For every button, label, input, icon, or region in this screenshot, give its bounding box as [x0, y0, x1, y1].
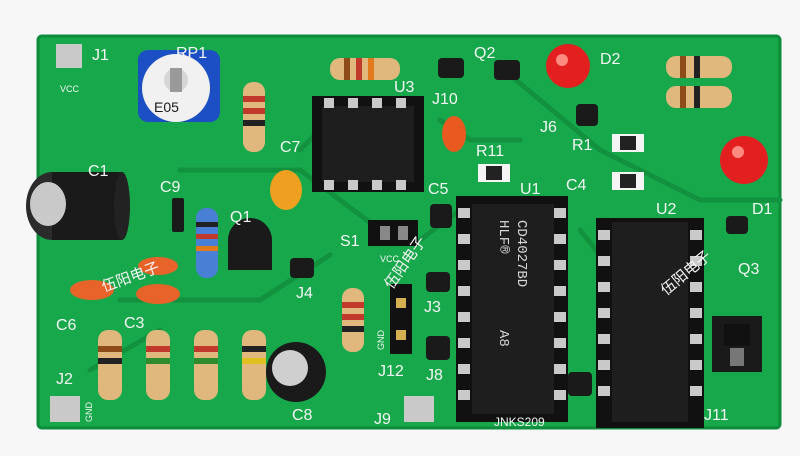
j2-pad	[50, 396, 80, 422]
ic-u3	[312, 96, 424, 192]
label-r11: R11	[476, 143, 504, 160]
label-c9: C9	[160, 179, 181, 196]
pot-code: E05	[154, 99, 179, 115]
label-u1: U1	[520, 181, 541, 198]
label-gnd-bottom: GND	[84, 402, 94, 423]
label-d1: D1	[752, 201, 773, 218]
ic-u1: CD4027BD HLF® A8	[456, 196, 568, 422]
resistor-horizontal-u3	[330, 58, 400, 80]
smd-parts	[478, 134, 644, 190]
ic-u2	[596, 218, 704, 428]
label-board-id: JNKS209	[494, 415, 545, 429]
label-vcc-top: VCC	[60, 84, 80, 94]
capacitor-c1	[26, 172, 130, 240]
capacitor-c5	[442, 116, 466, 152]
resistor-blue	[196, 208, 218, 278]
label-j11: J11	[704, 407, 729, 424]
label-c7: C7	[280, 139, 301, 156]
resistor-bottom-row	[98, 330, 266, 400]
ic-u1-lot: A8	[495, 330, 511, 347]
jumper-j11	[712, 316, 762, 372]
ic-u1-brand: HLF®	[495, 220, 511, 254]
label-q3: Q3	[738, 261, 759, 278]
led-d1	[720, 136, 768, 184]
jumper-j12	[390, 284, 412, 354]
label-j4: J4	[296, 285, 313, 302]
label-rp1: RP1	[176, 45, 207, 62]
label-j8: J8	[426, 367, 443, 384]
label-j12: J12	[378, 363, 404, 380]
resistor-mid	[342, 288, 364, 352]
label-j10: J10	[432, 91, 458, 108]
label-j3: J3	[424, 299, 441, 316]
label-q1: Q1	[230, 209, 251, 226]
label-d2: D2	[600, 51, 621, 68]
capacitor-c3	[136, 284, 180, 304]
capacitor-c8	[266, 342, 326, 402]
label-c4: C4	[566, 177, 587, 194]
jumper-s1	[368, 220, 418, 246]
label-r1: R1	[572, 137, 593, 154]
label-j6: J6	[540, 119, 557, 136]
label-j2: J2	[56, 371, 73, 388]
resistor-d2-2	[666, 86, 732, 108]
j1-pad	[56, 44, 82, 68]
label-j1: J1	[92, 47, 109, 64]
resistor-vertical-1	[243, 82, 265, 152]
capacitor-c6	[70, 280, 114, 300]
led-d2	[546, 44, 590, 88]
resistor-d2-1	[666, 56, 732, 78]
label-c8: C8	[292, 407, 313, 424]
label-c1: C1	[88, 163, 109, 180]
label-c6: C6	[56, 317, 77, 334]
ic-u1-part: CD4027BD	[513, 220, 529, 287]
potentiometer-rp1: E05	[138, 50, 220, 122]
label-c5: C5	[428, 181, 449, 198]
header-pins	[172, 58, 748, 396]
label-gnd-mid: GND	[376, 330, 386, 351]
label-s1: S1	[340, 233, 360, 250]
label-j9: J9	[374, 411, 391, 428]
label-u2: U2	[656, 201, 677, 218]
label-u3: U3	[394, 79, 415, 96]
label-c3: C3	[124, 315, 145, 332]
label-vcc-mid: VCC	[380, 254, 400, 264]
transistor-q1	[228, 218, 272, 270]
label-q2: Q2	[474, 45, 495, 62]
j9-pad	[404, 396, 434, 422]
capacitor-c7	[270, 170, 302, 210]
capacitor-c3b	[138, 257, 178, 275]
